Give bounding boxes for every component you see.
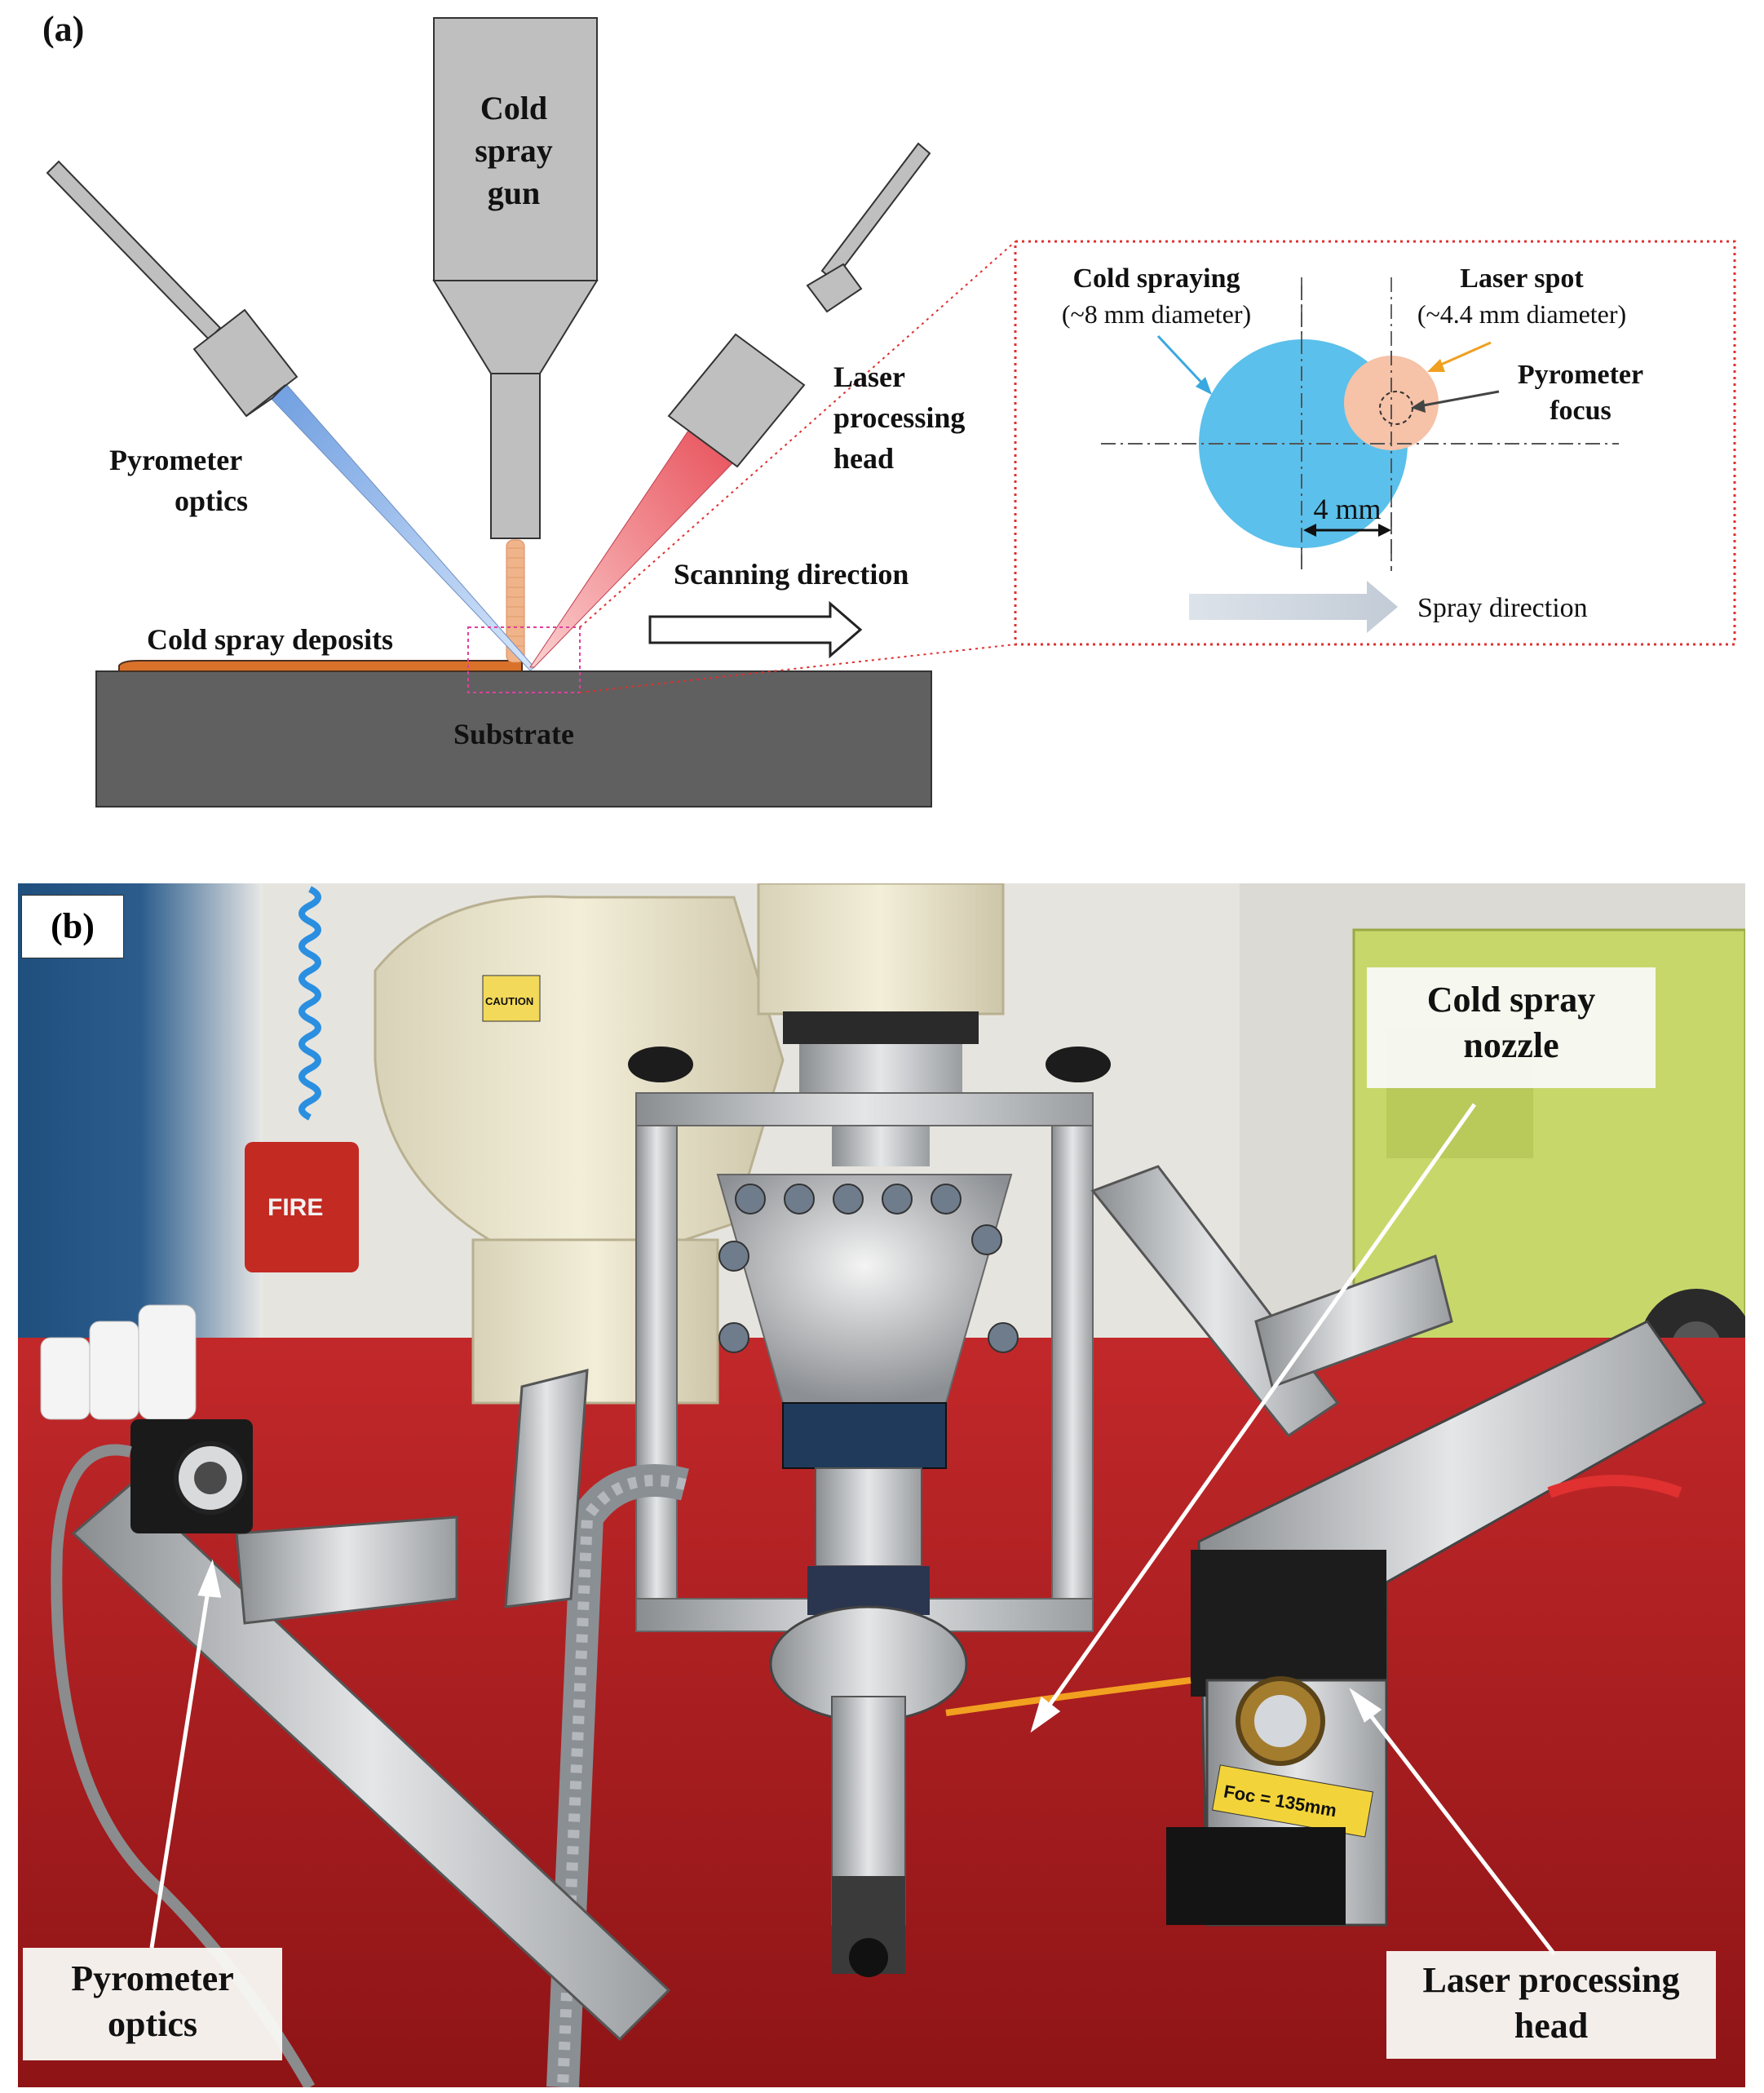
- blue-wall-panel: [18, 883, 263, 1340]
- laser-processing-head-device: Foc = 135mm: [1166, 1320, 1707, 1927]
- pyrometer-photo-label-line-1: Pyrometer: [71, 1958, 234, 1998]
- pyrometer-focus-line-2: focus: [1550, 396, 1611, 426]
- cold-spraying-title: Cold spraying: [1073, 263, 1240, 294]
- robot-flange: [783, 1011, 979, 1044]
- offset-label: 4 mm: [1313, 493, 1381, 525]
- gun-label-line-3: gun: [488, 175, 541, 211]
- pyrometer-focus-pointer: [1418, 390, 1500, 408]
- particle-stream: [506, 539, 525, 663]
- laser-label-line-3: head: [833, 442, 894, 475]
- laser-head-schematic: [529, 142, 931, 668]
- caution-sticker-text: CAUTION: [485, 995, 533, 1007]
- callout-line-bottom: [579, 644, 1016, 693]
- deposits-label: Cold spray deposits: [147, 623, 393, 656]
- laser-photo-label-line-2: head: [1514, 2006, 1589, 2046]
- gun-label-line-2: spray: [475, 132, 553, 169]
- laser-label-line-2: processing: [833, 401, 965, 434]
- scanning-direction-label: Scanning direction: [674, 558, 909, 591]
- laser-photo-label-line-1: Laser processing: [1422, 1960, 1680, 2000]
- coiled-air-hose: [298, 886, 321, 1121]
- nozzle-pointer-arrow: [1041, 1103, 1477, 1715]
- callout-line-top: [579, 241, 1016, 628]
- spray-direction-label: Spray direction: [1417, 593, 1588, 623]
- substrate-block: [95, 670, 932, 808]
- laser-label-line-1: Laser: [833, 361, 905, 393]
- panel-a-schematic: (a) Cold spray gun Pyrometer optics Lase…: [42, 9, 1736, 808]
- focus-plate: [1212, 1764, 1373, 1838]
- nozzle-label-line-2: nozzle: [1463, 1025, 1559, 1065]
- pyrometer-optics-device: [130, 1419, 253, 1533]
- spot-inset: Cold spraying (~8 mm diameter) Laser spo…: [1014, 240, 1736, 646]
- spray-direction-arrow: [1189, 581, 1398, 633]
- nozzle-label: Cold spray nozzle: [1367, 967, 1656, 1088]
- lab-bottle: [138, 1304, 197, 1420]
- pyrometer-focus-line-1: Pyrometer: [1518, 360, 1643, 390]
- laser-spot-title: Laser spot: [1460, 263, 1584, 294]
- clamp-knob: [1046, 1046, 1111, 1082]
- laser-spot-pointer: [1435, 341, 1492, 369]
- scanning-direction-arrow: [648, 600, 863, 659]
- nozzle-collar: [782, 1402, 947, 1469]
- cold-spray-deposits: [118, 660, 523, 672]
- laser-spot: [1344, 356, 1439, 450]
- laser-photo-label: Laser processing head: [1386, 1951, 1716, 2059]
- panel-b-tag: (b): [21, 895, 124, 958]
- fire-bucket: [245, 1142, 359, 1272]
- pyrometer-pointer-arrow: [149, 1585, 211, 1949]
- pyrometer-photo-label-line-2: optics: [108, 2004, 197, 2044]
- lab-bottle: [40, 1337, 91, 1420]
- cold-spray-pointer: [1156, 334, 1207, 388]
- fire-bucket-text: FIRE: [267, 1194, 323, 1221]
- substrate-label: Substrate: [453, 718, 574, 750]
- lab-bottle: [89, 1321, 139, 1420]
- pyrometer-label-line-1: Pyrometer: [109, 444, 242, 476]
- laser-spot-sub: (~4.4 mm diameter): [1417, 299, 1626, 329]
- caution-sticker: [482, 975, 541, 1022]
- pyrometer-label-line-2: optics: [175, 485, 248, 517]
- pyrometer-mount-rail: [71, 1482, 671, 2042]
- clamp-knob: [628, 1046, 693, 1082]
- gun-label-line-1: Cold: [480, 90, 547, 126]
- panel-a-tag: (a): [42, 9, 84, 49]
- cold-spraying-sub: (~8 mm diameter): [1062, 299, 1251, 329]
- cold-spray-gun: [432, 17, 599, 539]
- panel-b-photo: FIRE CAUTION: [18, 883, 1745, 2087]
- zoom-region-box: [467, 626, 581, 693]
- nozzle-label-line-1: Cold spray: [1426, 980, 1596, 1020]
- pyrometer-photo-label: Pyrometer optics: [23, 1948, 282, 2060]
- laser-pointer-arrow: [1362, 1705, 1556, 1956]
